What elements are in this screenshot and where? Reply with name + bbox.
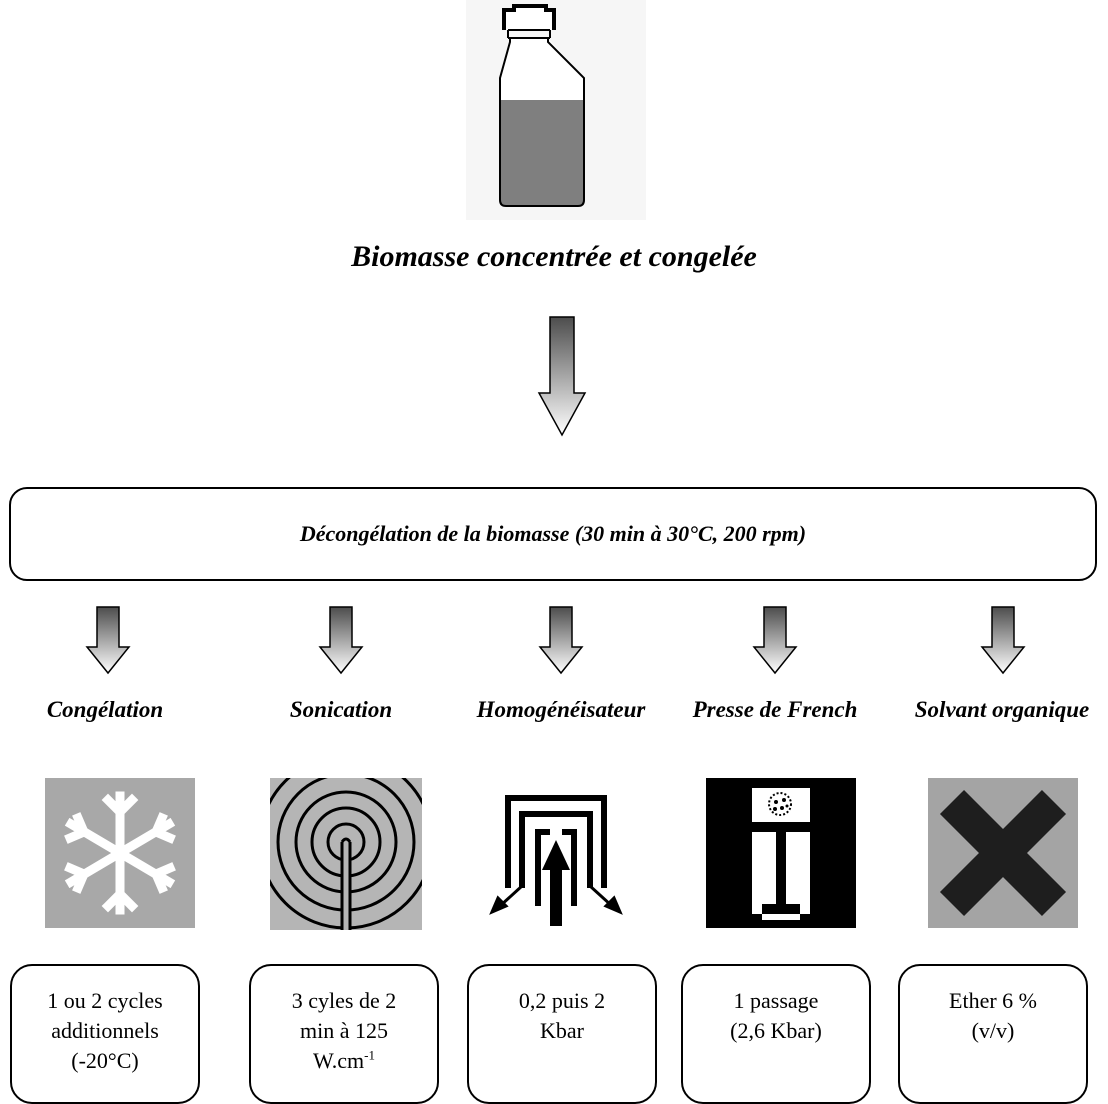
param-line: (v/v) — [971, 1018, 1015, 1043]
param-box-congelation: 1 ou 2 cycles additionnels (-20°C) — [10, 964, 200, 1104]
param-line: (-20°C) — [71, 1048, 139, 1073]
down-arrow-icon — [318, 606, 364, 675]
param-line: Ether 6 % — [949, 988, 1037, 1013]
sonication-waves-icon — [270, 778, 422, 930]
param-unit-exponent: -1 — [364, 1047, 375, 1063]
param-line: 1 ou 2 cycles — [47, 988, 163, 1013]
down-arrow-icon — [752, 606, 798, 675]
method-label-homogeneisateur: Homogénéisateur — [476, 697, 646, 722]
snowflake-icon — [45, 778, 195, 928]
down-arrow-icon — [980, 606, 1026, 675]
thaw-step-label: Décongélation de la biomasse (30 min à 3… — [299, 521, 807, 546]
down-arrow-icon — [537, 316, 587, 437]
param-box-solvant-organique: Ether 6 % (v/v) — [898, 964, 1088, 1104]
param-line: min à 125 — [300, 1018, 388, 1043]
param-line: 3 cyles de 2 — [291, 988, 397, 1013]
param-line: (2,6 Kbar) — [730, 1018, 822, 1043]
param-box-homogeneisateur: 0,2 puis 2 Kbar — [467, 964, 657, 1104]
method-label-congelation: Congélation — [46, 697, 164, 722]
param-line: additionnels — [51, 1018, 159, 1043]
param-line: 0,2 puis 2 — [518, 988, 606, 1013]
hazard-cross-icon — [928, 778, 1078, 928]
param-line: Kbar — [540, 1018, 584, 1043]
down-arrow-icon — [538, 606, 584, 675]
method-label-solvant-organique: Solvant organique — [914, 697, 1090, 722]
method-label-sonication: Sonication — [289, 697, 393, 722]
page-title: Biomasse concentrée et congelée — [351, 240, 757, 273]
method-label-presse-de-french: Presse de French — [692, 697, 858, 722]
french-press-icon — [706, 778, 856, 928]
param-box-presse-de-french: 1 passage (2,6 Kbar) — [681, 964, 871, 1104]
down-arrow-icon — [85, 606, 131, 675]
param-box-sonication: 3 cyles de 2 min à 125 W.cm-1 — [249, 964, 439, 1104]
param-unit: W.cm — [313, 1048, 365, 1073]
param-line-unit: W.cm-1 — [251, 1046, 437, 1076]
param-line: 1 passage — [733, 988, 819, 1013]
thaw-step-box: Décongélation de la biomasse (30 min à 3… — [9, 487, 1097, 581]
homogenizer-icon — [486, 778, 636, 928]
bottle-illustration — [466, 0, 646, 220]
bottle-icon — [499, 4, 585, 207]
